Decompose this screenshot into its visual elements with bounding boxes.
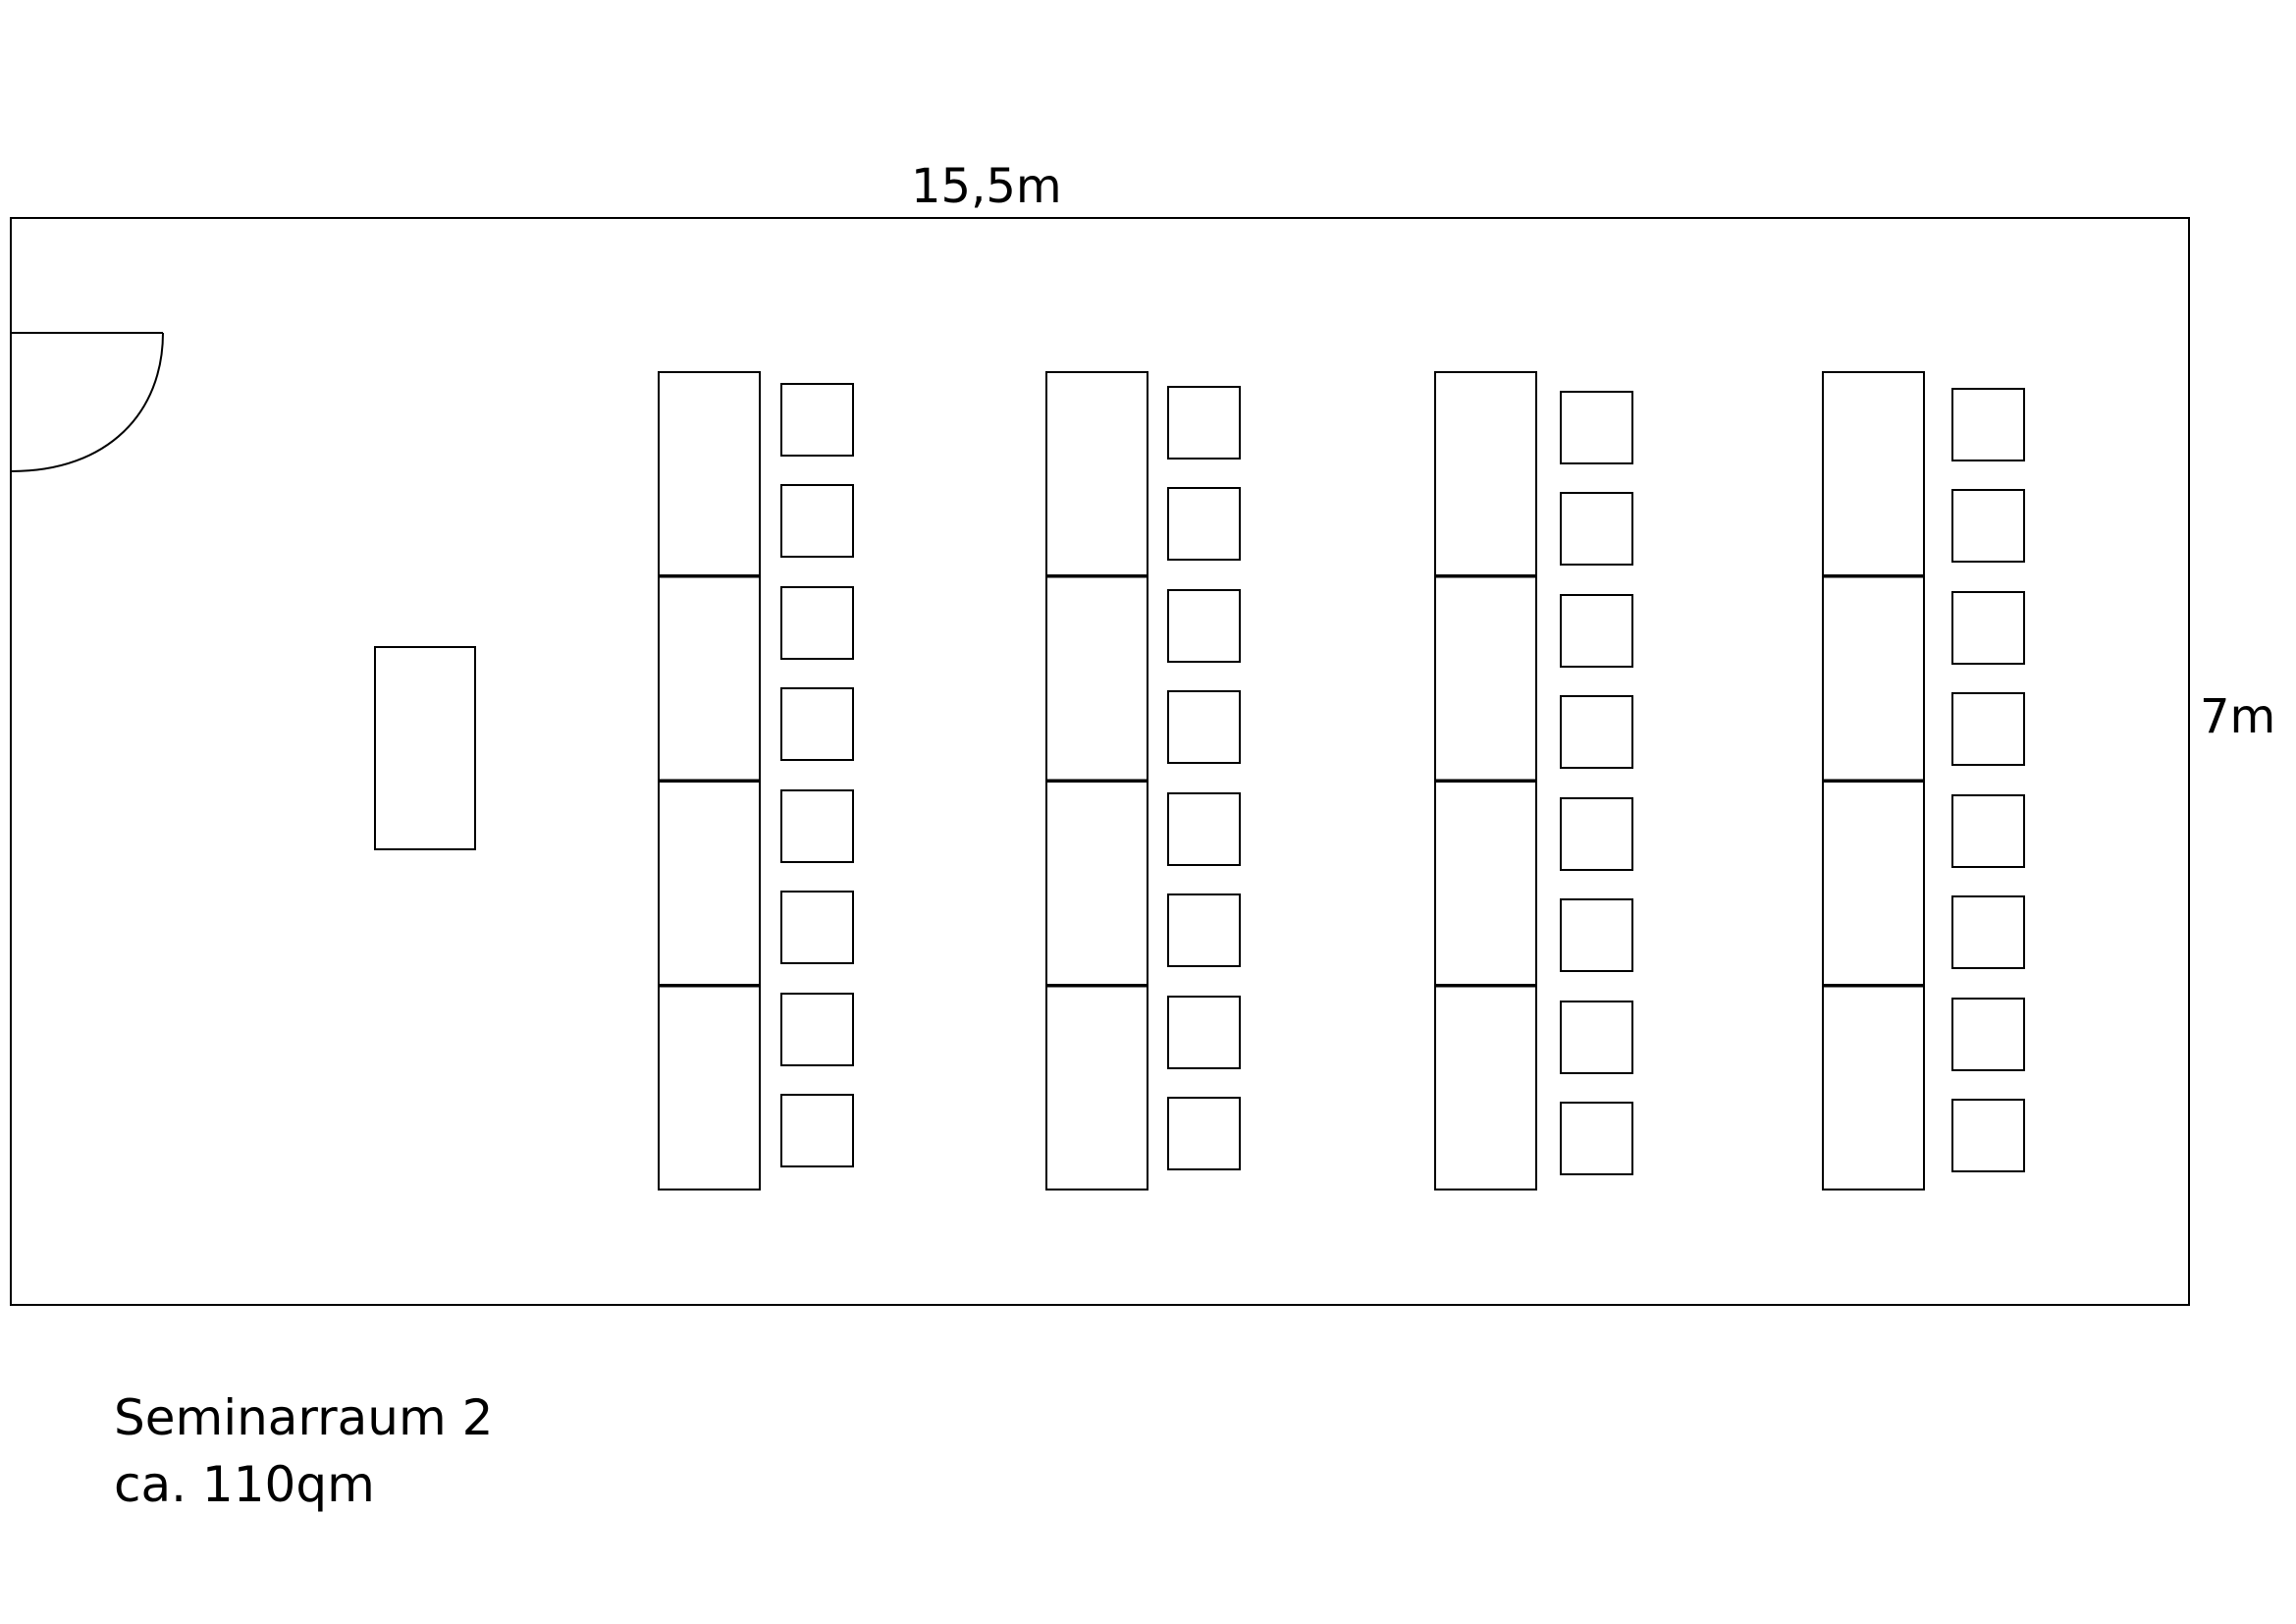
table-col1-3	[658, 781, 761, 986]
chair-col4-6	[1951, 895, 2025, 969]
chair-col4-7	[1951, 998, 2025, 1071]
room-caption: Seminarraum 2 ca. 110qm	[114, 1384, 493, 1518]
table-col1-2	[658, 575, 761, 782]
table-col2-2	[1045, 575, 1148, 782]
chair-col1-4	[780, 687, 854, 761]
chair-col1-6	[780, 891, 854, 964]
seating-area	[658, 371, 2025, 1191]
chair-col1-3	[780, 586, 854, 660]
room-outline	[10, 217, 2190, 1306]
chair-col3-7	[1560, 1001, 1633, 1074]
chair-col4-8	[1951, 1099, 2025, 1172]
chair-col4-5	[1951, 794, 2025, 868]
chair-col2-3	[1167, 589, 1241, 663]
door-swing-arc	[11, 332, 164, 472]
table-col4-2	[1822, 575, 1925, 782]
room-name: Seminarraum 2	[114, 1389, 494, 1446]
room-width-label: 15,5m	[911, 159, 1062, 214]
table-col1-1	[658, 371, 761, 576]
chair-col2-5	[1167, 792, 1241, 866]
chair-col2-6	[1167, 893, 1241, 967]
chair-col4-3	[1951, 591, 2025, 665]
chair-col1-5	[780, 789, 854, 863]
chair-col2-2	[1167, 487, 1241, 561]
table-col3-3	[1434, 781, 1537, 986]
table-col2-4	[1045, 985, 1148, 1191]
table-col2-3	[1045, 781, 1148, 986]
chair-col4-1	[1951, 388, 2025, 461]
table-col4-3	[1822, 781, 1925, 986]
chair-col2-4	[1167, 690, 1241, 764]
chair-col2-7	[1167, 996, 1241, 1069]
table-col4-4	[1822, 985, 1925, 1191]
chair-col3-2	[1560, 492, 1633, 566]
chair-col1-8	[780, 1094, 854, 1167]
room-area: ca. 110qm	[114, 1456, 375, 1513]
room-height-label: 7m	[2200, 689, 2276, 744]
lectern-table	[374, 646, 476, 850]
chair-col1-2	[780, 484, 854, 558]
chair-col4-2	[1951, 489, 2025, 563]
table-col3-1	[1434, 371, 1537, 576]
chair-col3-4	[1560, 695, 1633, 769]
chair-col2-1	[1167, 386, 1241, 460]
table-col3-2	[1434, 575, 1537, 782]
chair-col3-1	[1560, 391, 1633, 464]
table-col3-4	[1434, 985, 1537, 1191]
table-col4-1	[1822, 371, 1925, 576]
table-col2-1	[1045, 371, 1148, 576]
table-col1-4	[658, 985, 761, 1191]
chair-col1-7	[780, 993, 854, 1066]
chair-col3-5	[1560, 797, 1633, 871]
chair-col3-3	[1560, 594, 1633, 668]
chair-col4-4	[1951, 692, 2025, 766]
chair-col2-8	[1167, 1097, 1241, 1170]
chair-col3-6	[1560, 898, 1633, 972]
chair-col1-1	[780, 383, 854, 457]
chair-col3-8	[1560, 1102, 1633, 1175]
door	[11, 332, 164, 472]
